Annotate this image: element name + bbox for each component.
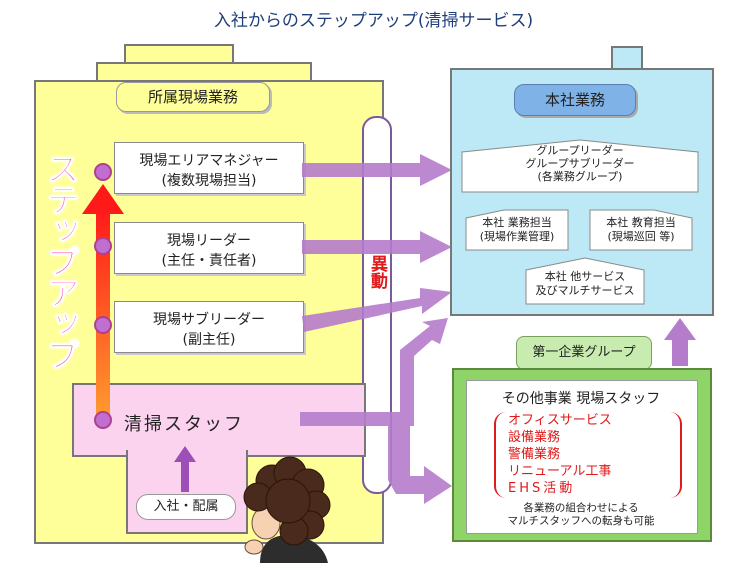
- transfer-text: 異動: [367, 255, 387, 289]
- group-leader-line2: グループサブリーダー: [525, 157, 635, 170]
- hq-header-label: 本社業務: [544, 91, 605, 109]
- group-leader-line1: グループリーダー: [536, 144, 624, 157]
- group-inner: [466, 380, 698, 534]
- dept-header-label: 所属現場業務: [147, 88, 238, 106]
- hq-education-line2: (現場巡回 等): [607, 230, 675, 243]
- service-ehs: EHS活動: [508, 481, 576, 496]
- base-staff-label: 清掃スタッフ: [124, 414, 244, 435]
- level-area-manager-title: 現場エリアマネジャー: [139, 153, 279, 169]
- stepup-label: ステップアップ: [40, 152, 81, 372]
- stepup-text: ステップアップ: [41, 152, 81, 370]
- level-leader-title: 現場リーダー: [167, 233, 251, 249]
- service-facility: 設備業務: [508, 430, 561, 445]
- level-sub-leader-title: 現場サブリーダー: [153, 312, 265, 328]
- hq-other-text: 本社 他サービス 及びマルチサービス: [524, 270, 646, 298]
- group-services: オフィスサービス 設備業務 警備業務 リニューアル工事 EHS活動: [494, 412, 682, 498]
- service-office: オフィスサービス: [508, 413, 612, 428]
- service-renewal: リニューアル工事: [508, 464, 612, 479]
- level-area-manager: 現場エリアマネジャー (複数現場担当): [114, 142, 304, 194]
- person-illustration: [243, 456, 331, 563]
- level-leader-sub: (主任・責任者): [161, 253, 257, 269]
- group-header: 第一企業グループ: [516, 336, 652, 370]
- hq-education-text: 本社 教育担当 (現場巡回 等): [588, 216, 694, 244]
- hq-sales-shape: [465, 209, 569, 251]
- hq-education-shape: [589, 209, 693, 251]
- group-header-label: 第一企業グループ: [532, 345, 636, 360]
- service-security: 警備業務: [508, 447, 561, 462]
- transfer-capsule: [362, 116, 392, 494]
- level-sub-leader-sub: (副主任): [182, 332, 236, 348]
- group-leader-shape: [461, 139, 699, 193]
- hq-other-line2: 及びマルチサービス: [535, 284, 635, 297]
- hq-education-line1: 本社 教育担当: [606, 216, 676, 229]
- page-title: 入社からのステップアップ(清掃サービス): [213, 11, 534, 31]
- level-leader: 現場リーダー (主任・責任者): [114, 222, 304, 274]
- person-hand: [244, 539, 264, 555]
- entry-label: 入社・配属: [153, 499, 219, 514]
- hq-header: 本社業務: [514, 84, 636, 116]
- transfer-label: 異動: [362, 255, 392, 298]
- person-hair: [243, 456, 331, 546]
- group-note-line2: マルチスタッフへの転身も可能: [507, 515, 655, 527]
- group-leader-text: グループリーダー グループサブリーダー (各業務グループ): [460, 144, 700, 183]
- dept-header: 所属現場業務: [116, 82, 270, 112]
- level-area-manager-sub: (複数現場担当): [161, 173, 257, 189]
- group-note: 各業務の組合わせによる マルチスタッフへの転身も可能: [466, 502, 696, 528]
- arrow-group-hq: [664, 318, 696, 366]
- group-leader-line3: (各業務グループ): [537, 170, 623, 183]
- group-note-line1: 各業務の組合わせによる: [523, 502, 639, 514]
- hq-other-shape: [525, 257, 645, 305]
- level-sub-leader: 現場サブリーダー (副主任): [114, 301, 304, 353]
- hq-sales-line1: 本社 業務担当: [482, 216, 552, 229]
- hq-other-line1: 本社 他サービス: [544, 270, 626, 283]
- base-floor-lower: [126, 450, 248, 534]
- person-body: [260, 535, 328, 563]
- group-title: その他事業 現場スタッフ: [501, 391, 661, 407]
- hq-sales-line2: (現場作業管理): [479, 230, 555, 243]
- hq-sales-text: 本社 業務担当 (現場作業管理): [464, 216, 570, 244]
- arrow-staff-group-low: [388, 426, 452, 504]
- entry-badge: 入社・配属: [136, 494, 236, 520]
